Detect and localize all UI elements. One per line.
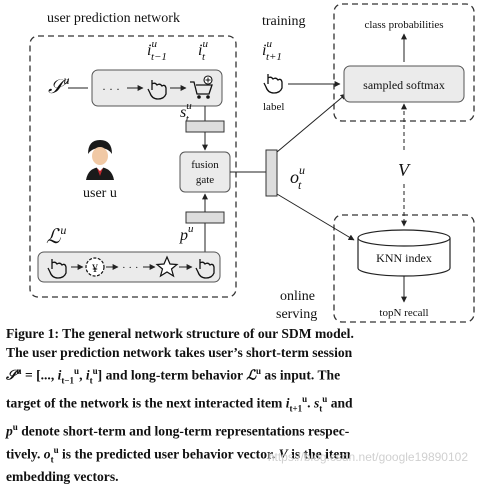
user-avatar-icon xyxy=(86,140,114,180)
watermark-text: https://blog.csdn.net/google19890102 xyxy=(267,450,468,464)
short-term-row-box xyxy=(91,69,223,107)
caption-line-6: tively. otu is the predicted user behavi… xyxy=(6,444,351,464)
topn-recall-label: topN recall xyxy=(379,307,428,319)
user-prediction-network-box xyxy=(29,35,237,298)
figure-caption: Figure 1: The general network structure … xyxy=(6,325,472,487)
fusion-gate-box xyxy=(179,151,231,193)
sampled-softmax-box xyxy=(343,65,465,103)
caption-line-1: Figure 1: The general network structure … xyxy=(6,326,354,341)
S-u-symbol: 𝒮u xyxy=(48,73,69,98)
online-serving-title-1: online xyxy=(280,289,315,304)
user-u-label: user u xyxy=(83,186,117,201)
long-term-ellipsis: · · · xyxy=(122,262,139,274)
star-icon xyxy=(155,255,179,278)
L-u-symbol: ℒu xyxy=(46,223,66,248)
svg-text:¥: ¥ xyxy=(92,261,98,275)
fusion-gate-label-2: gate xyxy=(196,174,214,186)
hand-click-icon-3 xyxy=(195,259,215,279)
knn-index-cylinder xyxy=(357,229,451,277)
hand-click-icon-4 xyxy=(263,74,283,94)
short-term-ellipsis: · · · xyxy=(102,82,120,96)
user-network-title: user prediction network xyxy=(47,11,180,26)
knn-index-label: KNN index xyxy=(376,251,432,265)
hand-click-icon-2 xyxy=(47,259,67,279)
p-u-label: pu xyxy=(179,223,194,244)
fusion-gate-label-1: fusion xyxy=(191,159,219,171)
hand-click-icon xyxy=(147,80,167,100)
caption-line-3: 𝒮u = [..., it−1u, itu] and long-term beh… xyxy=(6,366,341,386)
sampled-softmax-label: sampled softmax xyxy=(363,78,445,92)
online-serving-title-2: serving xyxy=(276,307,317,322)
yuan-coin-icon: ¥ xyxy=(85,257,105,277)
caption-line-5: pu denote short-term and long-term repre… xyxy=(6,421,350,439)
cart-icon xyxy=(190,75,213,99)
short-term-vector xyxy=(185,120,225,133)
V-label: V xyxy=(398,160,411,180)
label-text: label xyxy=(263,101,284,113)
training-title: training xyxy=(262,14,306,29)
caption-line-2: The user prediction network takes user’s… xyxy=(6,344,353,360)
caption-line-4: target of the network is the next intera… xyxy=(6,393,353,413)
long-term-row-box xyxy=(37,251,221,283)
long-term-vector xyxy=(185,211,225,224)
class-probabilities-label: class probabilities xyxy=(364,19,443,31)
output-vector xyxy=(265,149,278,197)
